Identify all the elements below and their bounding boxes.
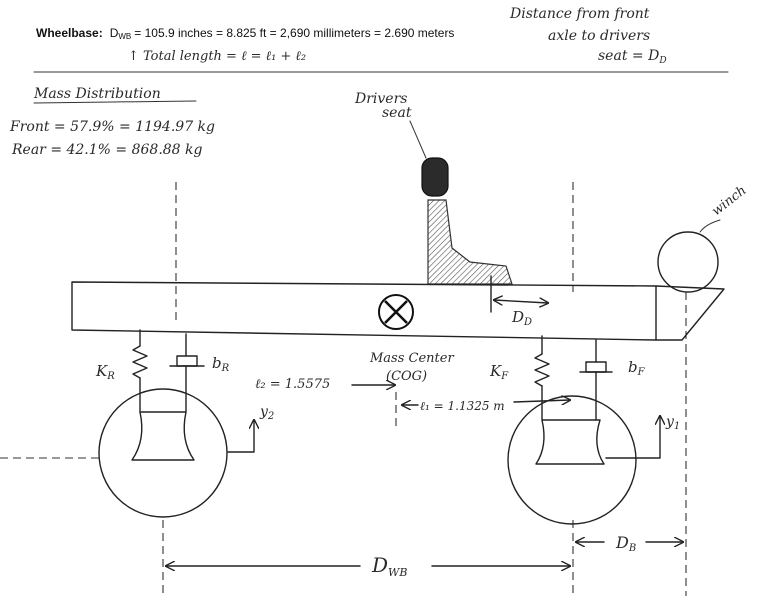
seat-distance-note-line1: Distance from front (509, 6, 650, 22)
db-subscript: B (628, 543, 636, 554)
seat-headrest (421, 157, 449, 197)
dwb-label: DWB (371, 553, 407, 579)
br-letter: b (212, 354, 222, 372)
mass-rear-row: Rear = 42.1% = 868.88 kg (11, 142, 203, 158)
mass-center-label-line1: Mass Center (369, 351, 454, 366)
l1-arrow-right (513, 400, 570, 402)
l2-label: ℓ₂ = 1.5575 (255, 377, 330, 392)
db-label: DB (615, 533, 636, 554)
dd-dimension-arrow (494, 300, 548, 303)
y2-label: y2 (259, 404, 274, 422)
front-spring (534, 353, 550, 387)
chassis-body (71, 281, 657, 341)
front-damper (585, 361, 607, 373)
y2-subscript: 2 (267, 411, 274, 422)
winch-drum (657, 231, 719, 293)
mass-front-row: Front = 57.9% = 1194.97 kg (9, 119, 215, 135)
mass-center-label-line2: (COG) (386, 369, 427, 384)
br-label: bR (212, 354, 230, 374)
y1-label: y1 (665, 414, 680, 432)
winch-leader (699, 219, 721, 233)
bf-label: bF (628, 358, 646, 378)
kf-letter: K (489, 362, 502, 380)
drivers-seat-leader (409, 120, 427, 159)
seat-body (427, 199, 513, 285)
drivers-seat-label-line1: Drivers (354, 91, 407, 107)
dwb-subscript: WB (388, 566, 407, 579)
rear-spring (132, 345, 148, 379)
winch-label: winch (709, 183, 749, 219)
l1-label: ℓ₁ = 1.1325 m (420, 399, 505, 413)
chassis (71, 281, 725, 341)
bf-letter: b (628, 358, 638, 376)
rear-suspension (132, 329, 205, 413)
dd-label: DD (511, 308, 532, 328)
rear-hub (131, 411, 195, 461)
wheelbase-symbol: D (110, 26, 119, 40)
total-length-note: ↑ Total length = ℓ = ℓ₁ + ℓ₂ (128, 49, 306, 64)
kr-label: KR (95, 362, 115, 382)
y1-letter: y (665, 414, 675, 430)
dd-subscript: D (523, 317, 532, 328)
br-subscript: R (221, 363, 230, 374)
wheelbase-label: Wheelbase: (36, 26, 103, 40)
front-wheel (507, 395, 637, 525)
wheelbase-values: = 105.9 inches = 8.825 ft = 2,690 millim… (134, 26, 454, 40)
rear-wheel (98, 388, 228, 518)
kr-letter: K (95, 362, 108, 380)
bf-subscript: F (637, 367, 646, 378)
seat-distance-note-subscript: D (658, 56, 666, 66)
front-hub (535, 419, 605, 465)
kf-subscript: F (500, 371, 509, 382)
chassis-nose (655, 285, 725, 341)
dwb-letter: D (371, 553, 388, 577)
rear-damper (176, 355, 198, 367)
y1-arrow (605, 416, 660, 459)
wheelbase-subscript: WB (118, 32, 131, 41)
seat-distance-note-text: seat = D (598, 48, 659, 64)
y2-letter: y (259, 404, 269, 420)
kr-subscript: R (106, 371, 115, 382)
drivers-seat (421, 157, 513, 285)
rear-tire (98, 388, 228, 518)
seat-distance-note-line3: seat = DD (598, 48, 667, 66)
dd-letter: D (511, 308, 524, 326)
seat-distance-note-line2: axle to drivers (548, 28, 650, 44)
front-tire (507, 395, 637, 525)
drivers-seat-label-line2: seat (382, 105, 412, 121)
wheelbase-line: Wheelbase: DWB= 105.9 inches = 8.825 ft … (36, 26, 454, 41)
mass-distribution-underline (33, 100, 197, 104)
front-suspension (534, 335, 613, 421)
kf-label: KF (489, 362, 509, 382)
y1-subscript: 1 (674, 421, 680, 432)
y2-arrow (227, 420, 254, 453)
db-letter: D (615, 533, 629, 552)
mass-distribution-title: Mass Distribution (33, 86, 161, 102)
mass-center-symbol (378, 294, 414, 330)
